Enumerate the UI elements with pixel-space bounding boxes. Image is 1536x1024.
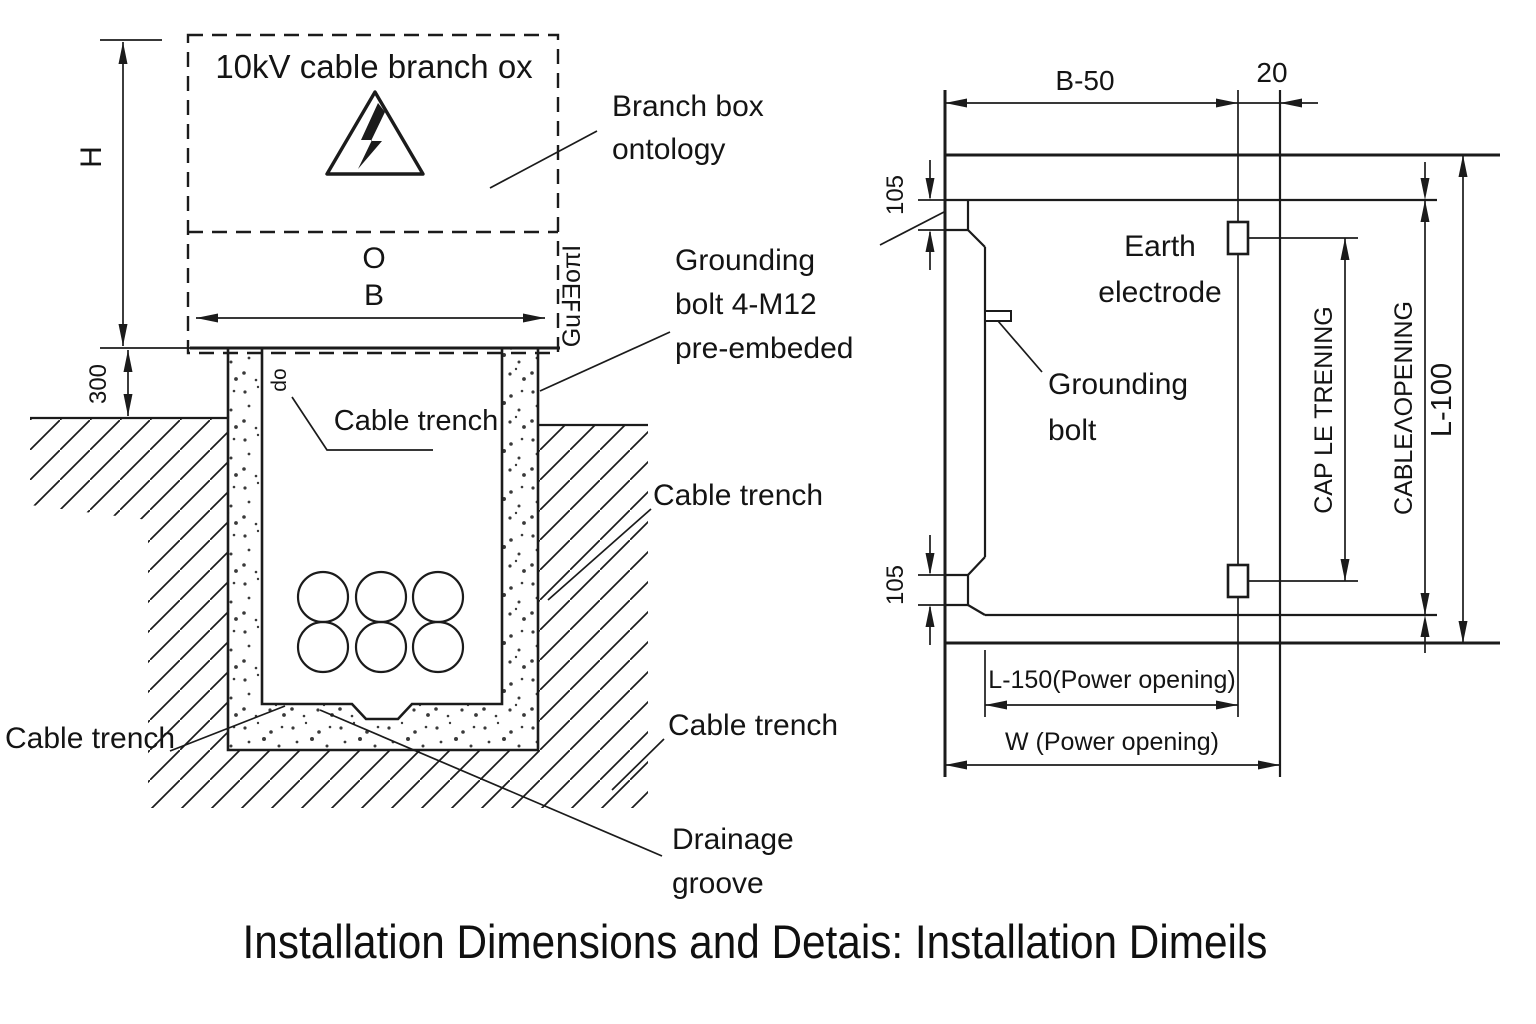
letter-o: O	[362, 242, 385, 275]
dim-h-label: H	[75, 146, 108, 168]
svg-text:pre-embeded: pre-embeded	[675, 332, 853, 365]
svg-text:ontology: ontology	[612, 133, 725, 166]
earth-electrode-top	[1226, 220, 1250, 256]
svg-text:105: 105	[882, 175, 909, 215]
dim-20: 20	[1238, 57, 1318, 108]
svg-text:Cable trench: Cable trench	[5, 722, 175, 755]
dim-cable-opening: CABLEΛOPENING	[1390, 162, 1430, 653]
svg-text:Grounding: Grounding	[1048, 368, 1188, 401]
drainage-groove-label: Drainage groove	[319, 709, 794, 900]
plan-view: Grounding bolt Earth electrode B-50 20	[882, 57, 1500, 777]
cable-trench-right-label: Cable trench	[547, 479, 823, 601]
svg-text:bolt: bolt	[1048, 414, 1097, 447]
dim-l100: L-100	[1426, 155, 1468, 643]
duct-note: do	[268, 368, 291, 391]
dim-300-label: 300	[85, 364, 112, 404]
trench-concrete	[226, 346, 540, 752]
svg-text:Cable trench: Cable trench	[334, 405, 498, 437]
earth-electrode-label: Earth electrode	[1098, 230, 1221, 309]
svg-text:Earth: Earth	[1124, 230, 1196, 263]
svg-text:Cable trench: Cable trench	[668, 709, 838, 742]
svg-text:CAP LE TRENING: CAP LE TRENING	[1310, 306, 1338, 513]
earth-electrode-bottom	[1226, 563, 1250, 599]
grounding-bolt	[984, 310, 1012, 322]
svg-text:groove: groove	[672, 867, 764, 900]
side-note: GuℲƎoπI	[558, 245, 586, 348]
dim-h: H	[75, 39, 190, 349]
svg-text:B-50: B-50	[1055, 65, 1114, 96]
svg-text:Branch box: Branch box	[612, 90, 764, 123]
svg-text:bolt 4-M12: bolt 4-M12	[675, 288, 817, 321]
dim-b	[196, 313, 545, 323]
svg-text:electrode: electrode	[1098, 276, 1221, 309]
dim-b50: B-50	[945, 65, 1238, 108]
cable-ducts	[296, 570, 465, 674]
section-view: 10kV cable branch ox O B H	[5, 33, 945, 900]
cable-trench-lower-label: Cable trench	[611, 709, 838, 791]
branch-box-title: 10kV cable branch ox	[215, 48, 533, 85]
grounding-bolt-label: Grounding bolt	[997, 320, 1188, 447]
dim-105-top: 105	[882, 160, 945, 270]
dim-w: W (Power opening)	[945, 728, 1280, 770]
branch-box-outline	[186, 33, 560, 355]
warning-triangle-icon	[325, 90, 425, 176]
dim-300: 300	[85, 350, 133, 416]
cable-trench-left-label: Cable trench	[5, 705, 286, 755]
svg-text:W (Power opening): W (Power opening)	[1005, 728, 1219, 756]
earth-hatch	[30, 418, 648, 808]
svg-text:Cable trench: Cable trench	[653, 479, 823, 512]
dim-l150: L-150(Power opening)	[984, 650, 1238, 717]
svg-text:105: 105	[882, 565, 909, 605]
grounding-bolt-note: Grounding bolt 4-M12 pre-embeded	[539, 211, 945, 392]
dim-b-label: B	[364, 279, 384, 312]
svg-text:20: 20	[1256, 57, 1287, 88]
svg-text:Drainage: Drainage	[672, 823, 794, 856]
svg-text:L-100: L-100	[1426, 363, 1458, 437]
page-title: Installation Dimensions and Detais: Inst…	[243, 917, 1268, 969]
branch-box-ontology-label: Branch box ontology	[489, 90, 764, 189]
svg-text:Grounding: Grounding	[675, 244, 815, 277]
trench-inner-label: Cable trench do	[268, 368, 498, 451]
svg-text:CABLEΛOPENING: CABLEΛOPENING	[1390, 301, 1418, 515]
inner-box	[945, 198, 1437, 617]
dim-105-bottom: 105	[882, 535, 945, 645]
svg-text:L-150(Power opening): L-150(Power opening)	[988, 666, 1235, 694]
dim-cable-trening: CAP LE TRENING	[1310, 238, 1350, 581]
